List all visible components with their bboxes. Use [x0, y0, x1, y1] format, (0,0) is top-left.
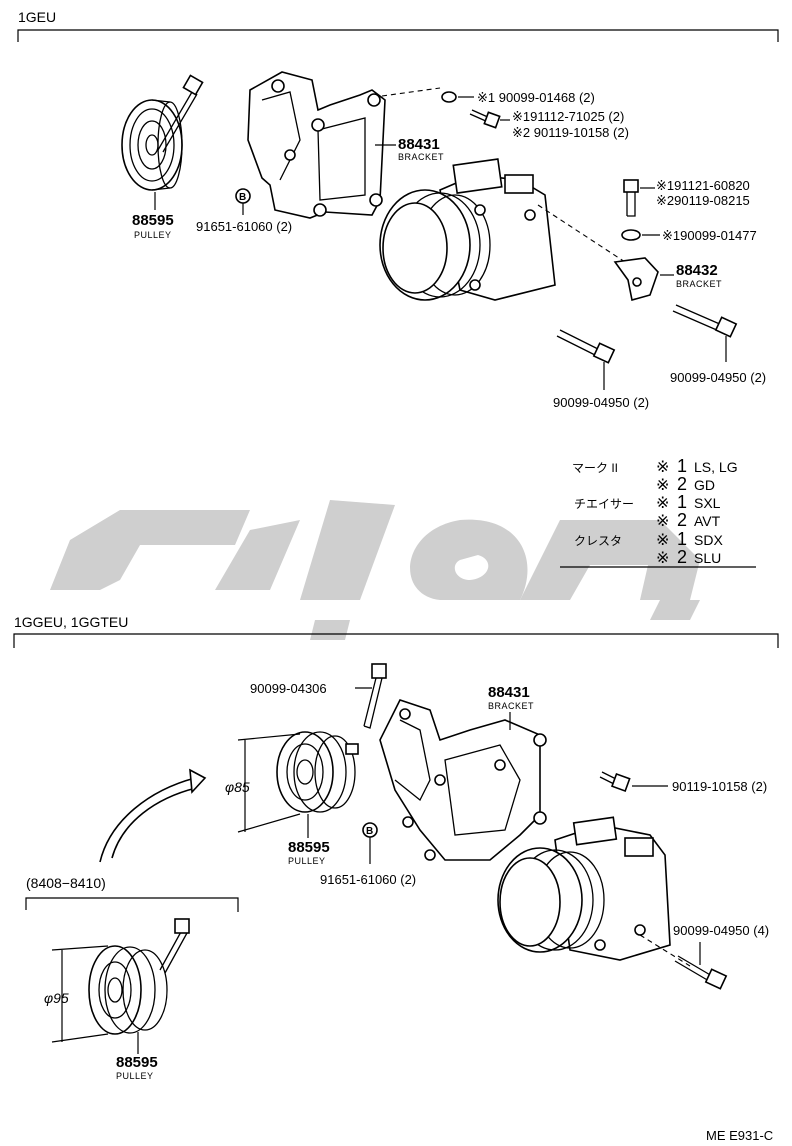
- pulley-bottom-drawing: [276, 731, 359, 813]
- bracket-top2-number: 88432: [676, 262, 718, 279]
- legend-model-1: マーク II: [572, 461, 618, 475]
- bolt-top-bracket: [469, 109, 501, 129]
- legend-num-1: 1: [677, 456, 687, 476]
- bolt-bottom-top-label: 90099-04306: [250, 681, 327, 696]
- bracket-top-small: [613, 257, 659, 302]
- legend-table: マーク II ※ 1 LS, LG ※ 2 GD チエイサー ※ 1 SXL ※…: [560, 456, 756, 568]
- bolt-top-d-label: 90099-04950 (2): [670, 370, 766, 385]
- section-frame-bottom: [13, 633, 779, 648]
- long-bolt-bottom: [674, 955, 728, 990]
- legend-model-3: チエイサー: [574, 497, 634, 511]
- pulley-top-name: PULLEY: [134, 230, 172, 240]
- watermark-logo: [50, 500, 700, 640]
- legend-num-2: 2: [677, 474, 687, 494]
- stud-bottom-label: 91651-61060 (2): [320, 872, 416, 887]
- bolt-bottom-right-label: 90119-10158 (2): [672, 779, 767, 794]
- bolt-top-b: [623, 179, 639, 217]
- legend-mark-6: ※: [656, 550, 669, 567]
- inset-frame: [25, 897, 239, 912]
- legend-num-6: 2: [677, 547, 687, 567]
- bracket-top-drawing: [247, 71, 386, 219]
- section-frame-top: [17, 29, 779, 42]
- legend-grade-2: GD: [694, 477, 715, 493]
- bolt-top-b2-label: ※290119-08215: [656, 193, 750, 208]
- bolt-top-a1-label: ※191112-71025 (2): [512, 109, 624, 124]
- pulley-top-number: 88595: [132, 212, 174, 229]
- bolt-bottom-top: [363, 663, 387, 729]
- legend-num-3: 1: [677, 492, 687, 512]
- bolt-top-pulley: [157, 74, 204, 153]
- bracket-bottom-name: BRACKET: [488, 701, 534, 711]
- diagram-code: ME E931-C: [706, 1128, 773, 1143]
- legend-grade-6: SLU: [694, 550, 721, 566]
- legend-num-4: 2: [677, 510, 687, 530]
- legend-grade-5: SDX: [694, 532, 723, 548]
- pulley-top-drawing: [121, 99, 183, 191]
- legend-mark-2: ※: [656, 477, 669, 494]
- b-marker-top-letter: B: [239, 192, 246, 203]
- legend-mark-1: ※: [656, 459, 669, 476]
- pulley-bottom-name: PULLEY: [288, 856, 326, 866]
- washer-top-label: ※1 90099-01468 (2): [477, 90, 595, 105]
- pulley-bottom-number: 88595: [288, 839, 330, 856]
- section-title-bottom: 1GGEU, 1GGTEU: [14, 614, 128, 630]
- legend-model-5: クレスタ: [574, 534, 622, 548]
- bracket-top2-name: BRACKET: [676, 279, 722, 289]
- bolt-top-c-label: 90099-04950 (2): [553, 395, 649, 410]
- bracket-top-number: 88431: [398, 136, 440, 153]
- washer-top: [441, 91, 457, 103]
- legend-mark-3: ※: [656, 495, 669, 512]
- legend-grade-4: AVT: [694, 513, 721, 529]
- b-marker-bottom-letter: B: [366, 826, 373, 837]
- dim-phi85: φ85: [225, 779, 250, 795]
- inset-title: (8408−8410): [26, 875, 106, 891]
- pulley-inset-drawing: [88, 918, 190, 1035]
- bracket-top-name: BRACKET: [398, 152, 444, 162]
- legend-mark-4: ※: [656, 513, 669, 530]
- dim-phi95: φ95: [44, 990, 69, 1006]
- long-bolt-top-left: [556, 329, 616, 364]
- stud-top-label: 91651-61060 (2): [196, 219, 292, 234]
- bolt-top-b1-label: ※191121-60820: [656, 178, 750, 193]
- pulley-inset-number: 88595: [116, 1054, 158, 1071]
- bracket-bottom-drawing: [379, 699, 547, 861]
- washer-top-b-label: ※190099-01477: [662, 228, 757, 243]
- legend-num-5: 1: [677, 529, 687, 549]
- section-title-top: 1GEU: [18, 9, 56, 25]
- pulley-inset-name: PULLEY: [116, 1071, 154, 1081]
- compressor-top-drawing: [379, 158, 556, 301]
- compressor-bottom-drawing: [497, 816, 671, 961]
- washer-top-b: [621, 229, 641, 241]
- curved-arrow: [99, 777, 196, 863]
- bolt-bottom-right: [599, 771, 631, 792]
- bracket-bottom-number: 88431: [488, 684, 530, 701]
- legend-grade-1: LS, LG: [694, 459, 738, 475]
- long-bolt-top-right: [672, 304, 738, 338]
- bolt-top-a2-label: ※2 90119-10158 (2): [512, 125, 629, 140]
- legend-grade-3: SXL: [694, 495, 721, 511]
- bolt-bottom-comp-label: 90099-04950 (4): [673, 923, 769, 938]
- legend-mark-5: ※: [656, 532, 669, 549]
